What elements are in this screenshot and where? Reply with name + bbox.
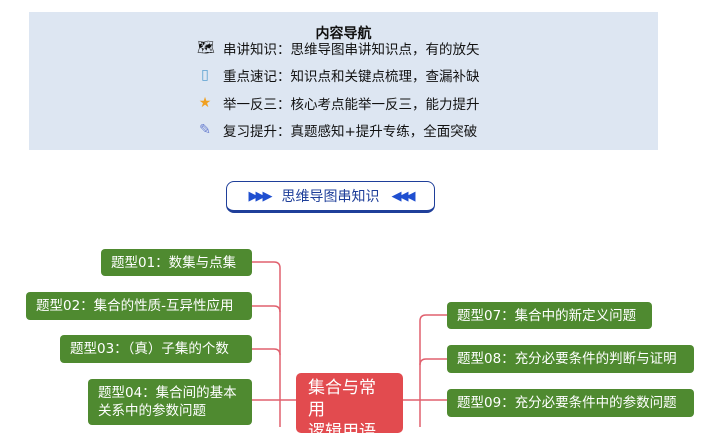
nav-item-text: 复习提升：真题感知+提升专练，全面突破 bbox=[223, 124, 478, 140]
mindmap-node[interactable]: 题型09：充分必要条件中的参数问题 bbox=[447, 389, 694, 417]
mindmap-node[interactable]: 题型01：数集与点集 bbox=[101, 249, 252, 276]
mindmap-center-node[interactable]: 集合与常用 逻辑用语 bbox=[296, 373, 403, 442]
center-line: 集合与常用 bbox=[308, 378, 376, 420]
nav-title: 内容导航 bbox=[315, 26, 372, 42]
nav-item: 🗺 串讲知识：思维导图串讲知识点，有的放矢 bbox=[197, 38, 480, 58]
book-icon: ▯ bbox=[201, 67, 209, 83]
node-line: 题型04：集合间的基本 bbox=[98, 385, 237, 401]
node-line: 关系中的参数问题 bbox=[98, 403, 206, 419]
mindmap-node[interactable]: 题型07：集合中的新定义问题 bbox=[447, 302, 652, 329]
mindmap-node[interactable]: 题型03：（真）子集的个数 bbox=[60, 335, 252, 363]
arrow-left-icon: ◀◀◀ bbox=[391, 188, 416, 204]
mindmap-node[interactable]: 题型02：集合的性质-互异性应用 bbox=[26, 292, 252, 320]
mindmap-node[interactable]: 题型08：充分必要条件的判断与证明 bbox=[447, 345, 694, 373]
arrow-right-icon: ▶▶▶ bbox=[248, 188, 273, 204]
nav-item: ✎ 复习提升：真题感知+提升专练，全面突破 bbox=[197, 120, 477, 140]
center-line: 逻辑用语 bbox=[308, 422, 376, 442]
star-icon: ★ bbox=[198, 95, 212, 111]
nav-item-text: 重点速记：知识点和关键点梳理，查漏补缺 bbox=[223, 69, 480, 85]
mindmap-connectors bbox=[252, 261, 447, 427]
mindmap-node[interactable]: 题型04：集合间的基本 关系中的参数问题 bbox=[88, 379, 252, 425]
edit-icon: ✎ bbox=[199, 122, 211, 138]
nav-item: ★ 举一反三：核心考点能举一反三，能力提升 bbox=[197, 93, 480, 113]
nav-item-text: 串讲知识：思维导图串讲知识点，有的放矢 bbox=[223, 42, 480, 58]
content-nav-panel: 内容导航 🗺 串讲知识：思维导图串讲知识点，有的放矢 ▯ 重点速记：知识点和关键点梳… bbox=[29, 12, 658, 150]
banner-label: 思维导图串知识 bbox=[281, 189, 380, 205]
map-icon: 🗺 bbox=[197, 40, 215, 56]
nav-item-text: 举一反三：核心考点能举一反三，能力提升 bbox=[223, 97, 480, 113]
mindmap-banner-button[interactable]: ▶▶▶ 思维导图串知识 ◀◀◀ bbox=[226, 181, 435, 213]
nav-item: ▯ 重点速记：知识点和关键点梳理，查漏补缺 bbox=[197, 65, 480, 85]
